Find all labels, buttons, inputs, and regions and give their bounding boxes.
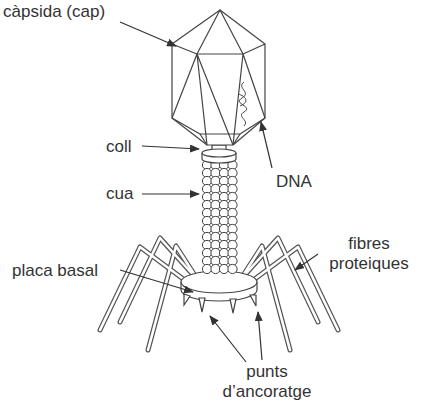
part-label: càpsida (cap) <box>3 2 105 22</box>
anchoring-points <box>184 294 256 313</box>
base-plate <box>181 271 257 301</box>
part-label: DNA <box>276 172 312 192</box>
part-label: fibres proteiques <box>317 234 421 275</box>
part-label: punts d’ancoratge <box>218 362 316 403</box>
capsid <box>172 10 265 145</box>
part-label: placa basal <box>12 261 98 281</box>
collar <box>202 145 236 163</box>
dna-strand <box>238 82 247 126</box>
tail-sheath <box>202 160 237 273</box>
protein-fibres <box>100 238 338 350</box>
part-label: coll <box>106 137 132 157</box>
part-label: cua <box>106 184 133 204</box>
leader-lines <box>120 22 318 362</box>
